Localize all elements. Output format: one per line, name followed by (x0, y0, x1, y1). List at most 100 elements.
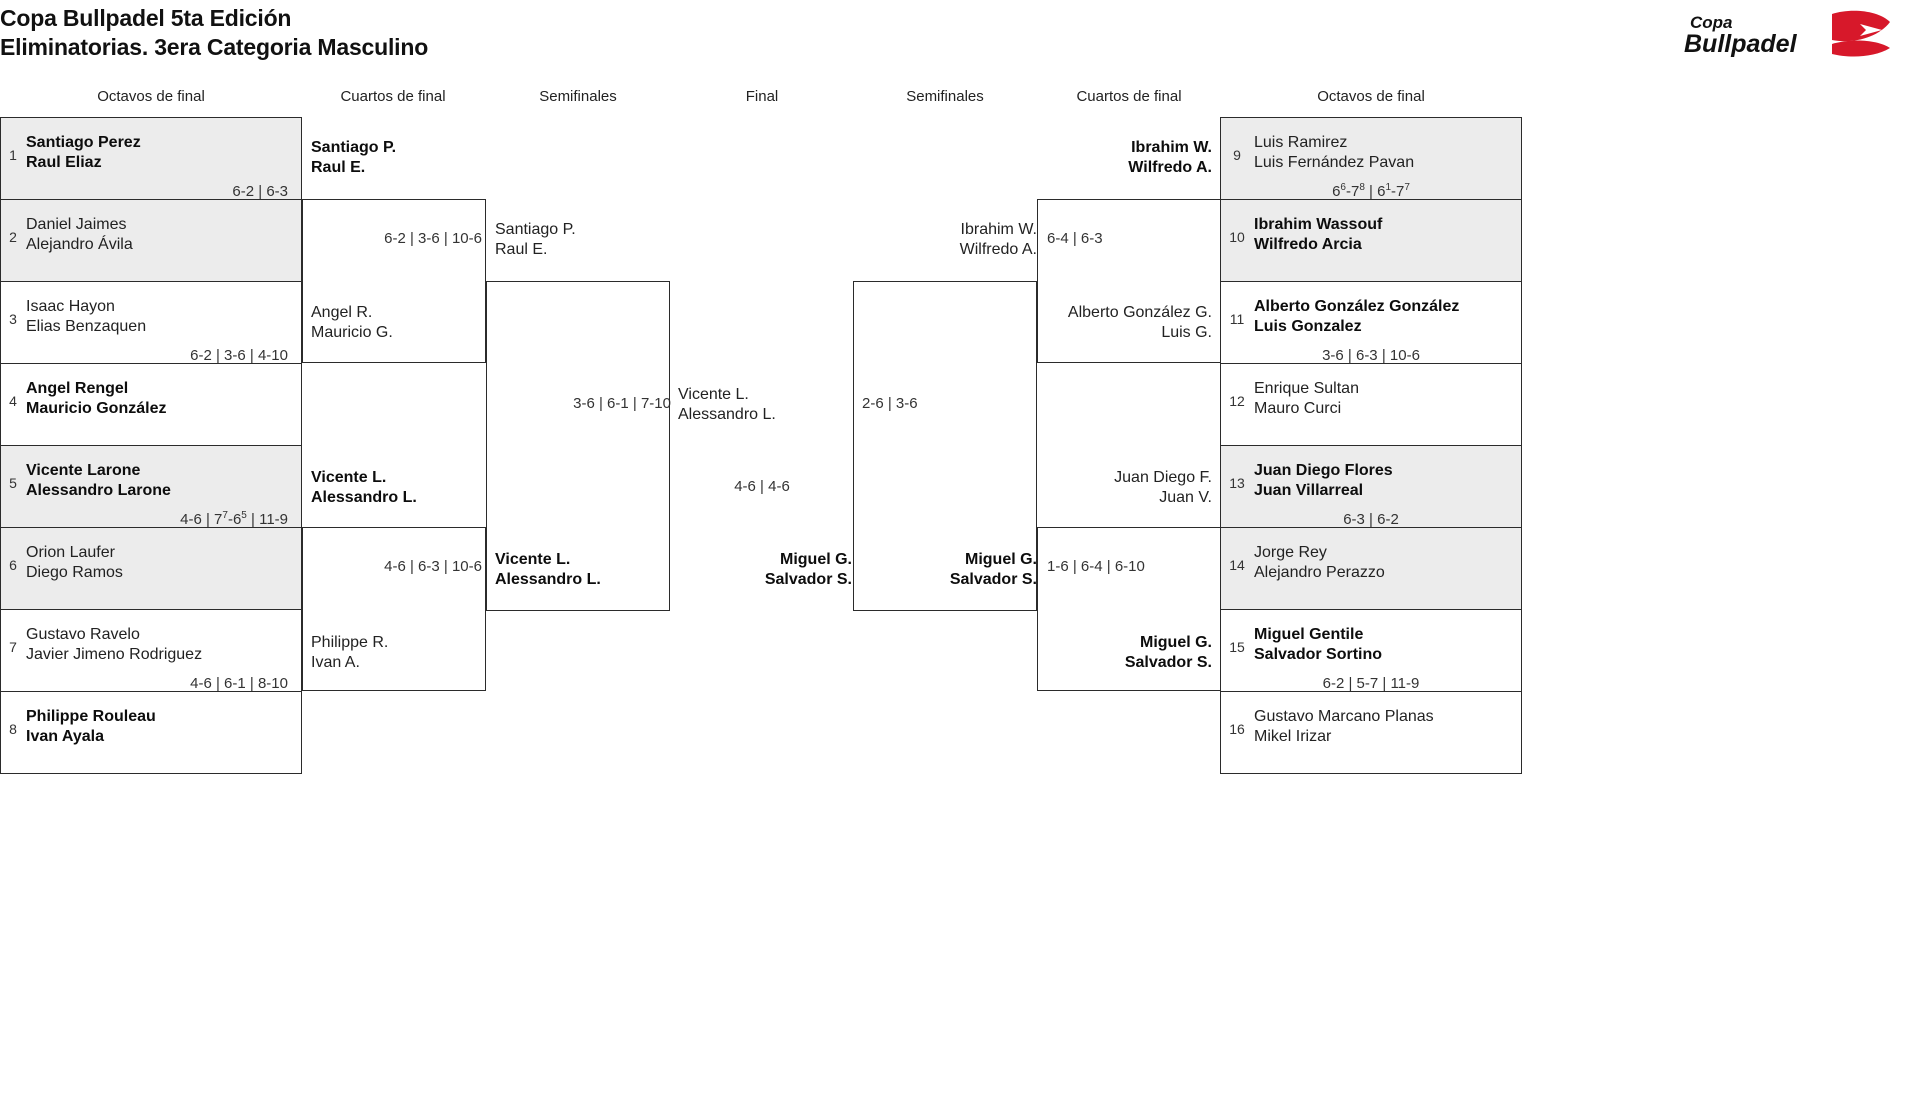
seed-number: 10 (1229, 229, 1245, 245)
player-name: Ibrahim Wassouf (1254, 216, 1383, 233)
player-name: Juan Diego F. (1114, 469, 1212, 486)
player-name: Raul E. (311, 158, 366, 176)
advancing-team: Alberto González G. Luis G. (1042, 303, 1212, 342)
r16-match-slot[interactable] (1220, 363, 1522, 446)
seed-number: 6 (9, 557, 17, 573)
player-name: Alejandro Perazzo (1254, 563, 1385, 581)
r16-match-slot[interactable] (0, 445, 302, 528)
player-name: Alessandro L. (311, 488, 417, 506)
bracket-connector (1037, 527, 1221, 691)
player-name: Juan Diego Flores (1254, 462, 1393, 479)
player-name: Vicente Larone (26, 462, 141, 479)
player-name: Salvador Sortino (1254, 645, 1383, 663)
advancing-team: Philippe R.Ivan A. (311, 633, 481, 672)
match-score: 4-6 | 77-65 | 11-9 (180, 510, 288, 529)
r16-match-slot[interactable] (1220, 117, 1522, 200)
player-name: Vicente L. (678, 386, 749, 403)
player-name: Alessandro L. (678, 405, 776, 423)
player-name: Santiago P. (495, 221, 576, 238)
player-name: Daniel Jaimes (26, 216, 127, 233)
r16-match-slot[interactable] (1220, 609, 1522, 692)
match-score: 6-2 | 3-6 | 10-6 (384, 230, 482, 247)
seed-number: 1 (9, 147, 17, 163)
player-name: Philippe Rouleau (26, 708, 156, 725)
player-name: Javier Jimeno Rodriguez (26, 645, 203, 663)
seed-number: 5 (9, 475, 17, 491)
player-name: Santiago P. (311, 139, 397, 156)
player-name: Isaac Hayon (26, 298, 115, 315)
r16-match-slot[interactable] (1220, 691, 1522, 774)
page-title: Copa Bullpadel 5ta Edición Eliminatorias… (0, 4, 428, 62)
player-name: Miguel G. (965, 551, 1037, 568)
player-name: Mikel Irizar (1254, 727, 1332, 745)
player-name: Juan Villarreal (1254, 481, 1364, 499)
round-label-left-qf: Cuartos de final (340, 88, 446, 105)
player-name: Vicente L. (495, 551, 571, 568)
player-name: Vicente L. (311, 469, 387, 486)
match-score: 6-3 | 6-2 (1343, 511, 1399, 528)
bracket-connector (302, 199, 486, 363)
match-score: 1-6 | 6-4 | 6-10 (1047, 558, 1145, 575)
player-name: Mauricio G. (311, 323, 393, 341)
match-score: 4-6 | 6-1 | 8-10 (190, 675, 288, 692)
advancing-team: Vicente L. Alessandro L. (495, 550, 670, 589)
player-name: Miguel G. (1140, 634, 1212, 651)
svg-text:Bullpadel: Bullpadel (1684, 30, 1798, 58)
player-name: Alessandro L. (495, 570, 601, 588)
r16-match-slot[interactable] (1220, 281, 1522, 364)
player-name: Luis G. (1161, 323, 1212, 341)
player-name: Gustavo Marcano Planas (1254, 708, 1434, 725)
player-name: Mauricio González (26, 399, 167, 417)
player-name: Alberto González G. (1067, 304, 1212, 321)
seed-number: 9 (1233, 147, 1241, 163)
seed-number: 2 (9, 229, 17, 245)
tournament-category: Eliminatorias. 3era Categoria Masculino (0, 34, 429, 60)
player-name: Alberto González González (1254, 298, 1460, 315)
player-name: Ivan Ayala (26, 727, 104, 745)
player-name: Mauro Curci (1254, 399, 1342, 417)
player-name: Wilfredo A. (1128, 158, 1212, 176)
player-name: Wilfredo Arcia (1254, 235, 1362, 253)
player-name: Miguel Gentile (1254, 626, 1364, 643)
round-label-left-sf: Semifinales (539, 88, 617, 105)
advancing-team: Ibrahim W.Wilfredo A. (862, 220, 1037, 259)
r16-match-slot[interactable] (0, 363, 302, 446)
match-score: 2-6 | 3-6 (862, 395, 918, 412)
advancing-team: Santiago P. Raul E. (495, 220, 670, 259)
player-name: Miguel G. (780, 551, 852, 568)
player-name: Juan V. (1159, 488, 1212, 506)
r16-match-slot[interactable] (1220, 199, 1522, 282)
match-score: 6-2 | 3-6 | 4-10 (190, 347, 288, 364)
advancing-team: Miguel G.Salvador S. (862, 550, 1037, 589)
match-score: 6-2 | 5-7 | 11-9 (1322, 675, 1420, 692)
player-name: Jorge Rey (1254, 544, 1327, 561)
r16-match-slot[interactable] (1220, 445, 1522, 528)
player-name: Angel R. (311, 304, 373, 321)
r16-match-slot[interactable] (0, 281, 302, 364)
r16-match-slot[interactable] (1220, 527, 1522, 610)
round-label-left-r16: Octavos de final (97, 88, 205, 105)
player-name: Elias Benzaquen (26, 317, 147, 335)
finalist-left: Vicente L. Alessandro L. (678, 385, 858, 424)
round-label-right-sf: Semifinales (906, 88, 984, 105)
advancing-team: Angel R. Mauricio G. (311, 303, 481, 342)
r16-match-slot[interactable] (0, 691, 302, 774)
bracket-connector (669, 281, 670, 611)
round-label-right-qf: Cuartos de final (1076, 88, 1182, 105)
player-name: Diego Ramos (26, 563, 123, 581)
player-name: Angel Rengel (26, 380, 129, 397)
advancing-team: Santiago P. Raul E. (311, 138, 481, 177)
seed-number: 11 (1229, 311, 1245, 327)
player-name: Raul E. (495, 240, 548, 258)
match-score: 4-6 | 6-3 | 10-6 (384, 558, 482, 575)
seed-number: 16 (1229, 721, 1245, 737)
seed-number: 3 (9, 311, 17, 327)
